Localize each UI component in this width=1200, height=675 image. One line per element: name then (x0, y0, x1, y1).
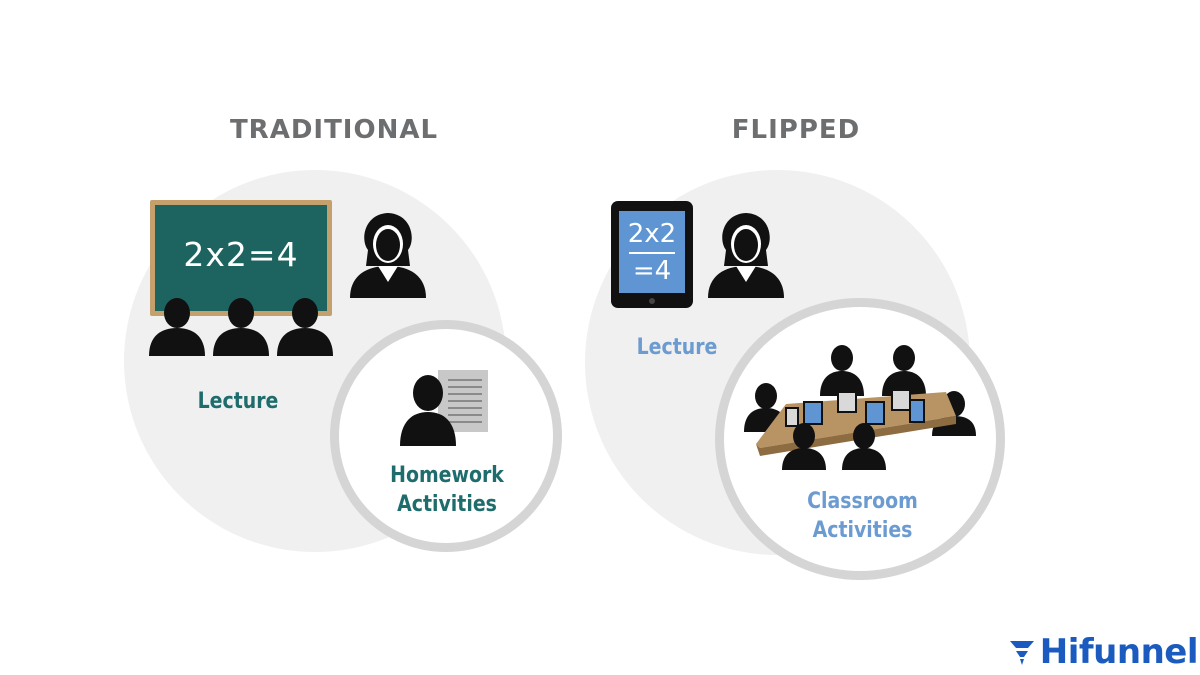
students-icon (149, 298, 333, 356)
traditional-lecture-label: Lecture (197, 389, 279, 414)
tablet-screen: 2x2 =4 (619, 211, 685, 293)
classroom-label-line1: Classroom (807, 489, 918, 514)
teacher-icon (708, 213, 784, 298)
homework-label-line2: Activities (397, 492, 497, 517)
tablet-fraction-bar (629, 252, 675, 254)
tablet-line-2: =4 (632, 256, 672, 286)
traditional-heading: TRADITIONAL (229, 115, 439, 145)
funnel-icon (1009, 641, 1034, 665)
tablet-home-button (649, 298, 655, 304)
classroom-label-line2: Activities (812, 518, 913, 543)
teacher-icon (350, 213, 426, 298)
flipped-heading: FLIPPED (731, 115, 861, 145)
hifunnel-logo: Hifunnel (1008, 630, 1199, 674)
tablet-line-1: 2x2 (627, 219, 677, 249)
flipped-lecture-label: Lecture (636, 335, 718, 360)
homework-student-icon (400, 370, 488, 446)
homework-label-line1: Homework (390, 463, 504, 488)
tablet-icon: 2x2 =4 (611, 201, 693, 308)
chalkboard-equation: 2x2=4 (183, 235, 299, 274)
group-table-icon (744, 345, 976, 470)
logo-text: Hifunnel (1039, 632, 1199, 672)
chalkboard: 2x2=4 (150, 200, 332, 316)
